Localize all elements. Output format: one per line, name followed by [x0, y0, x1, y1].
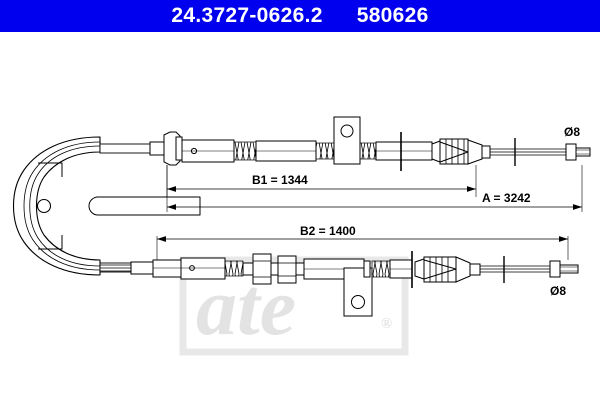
- dimension-b1: [166, 165, 477, 197]
- lower-diameter-label: Ø8: [550, 284, 566, 298]
- reference-number-label: 580626: [356, 4, 429, 27]
- left-bracket: [13, 136, 201, 276]
- drawing-canvas: ate ®: [13, 116, 591, 356]
- dimension-a-label: A = 3242: [482, 191, 531, 205]
- upper-cable-assembly: [99, 116, 591, 171]
- lower-hex-nuts: [242, 253, 305, 285]
- lower-mounting-tab: [343, 267, 373, 317]
- part-number-label: 24.3727-0626.2: [171, 4, 323, 27]
- watermark-registered-icon: ®: [381, 316, 392, 332]
- technical-drawing: ate ®: [0, 32, 600, 400]
- dimension-a: [166, 165, 583, 212]
- upper-mounting-tab: [333, 116, 361, 165]
- title-bar: 24.3727-0626.2 580626: [0, 0, 600, 32]
- dimension-b1-label: B1 = 1344: [252, 173, 308, 187]
- lower-cable-assembly: [99, 251, 579, 317]
- upper-diameter-label: Ø8: [564, 125, 580, 139]
- dimension-b2: [156, 236, 569, 260]
- bracket-hole-icon: [36, 198, 52, 214]
- dimension-b2-label: B2 = 1400: [300, 224, 356, 238]
